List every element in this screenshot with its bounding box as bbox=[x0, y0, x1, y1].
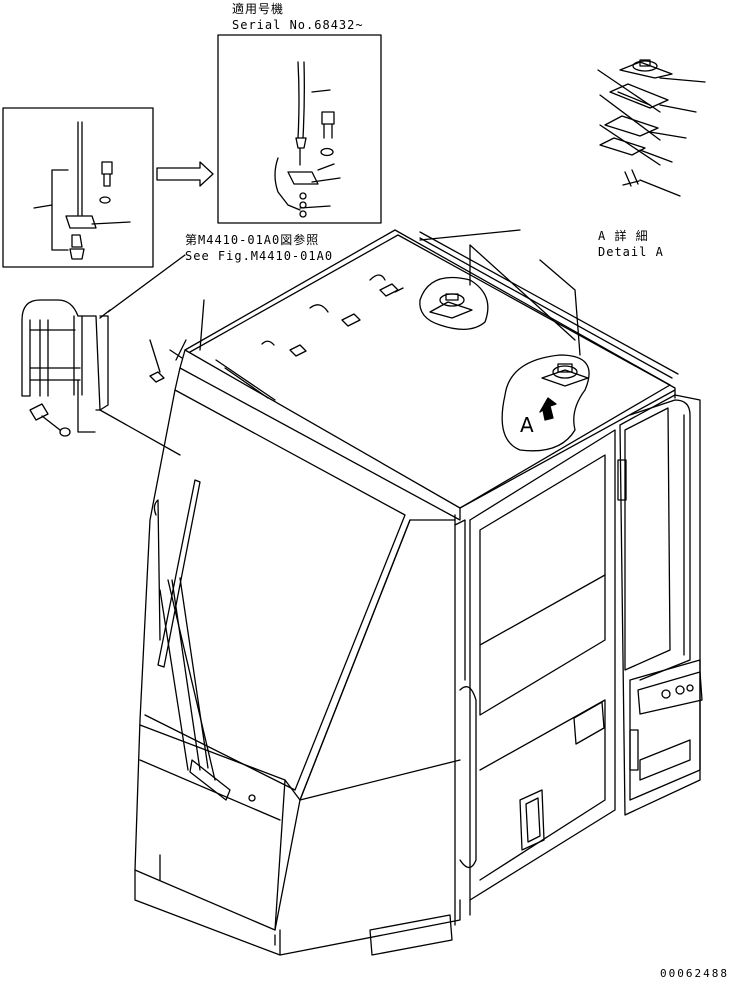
serial-label-en: Serial No.68432~ bbox=[232, 18, 364, 32]
view-letter: A bbox=[520, 413, 534, 437]
antenna-detail-box-left bbox=[2, 107, 154, 268]
detail-label-jp: A 詳 細 bbox=[598, 229, 649, 243]
detail-label-en: Detail A bbox=[598, 245, 664, 259]
serial-label-jp: 適用号機 bbox=[232, 2, 285, 16]
arrow-right bbox=[156, 161, 214, 187]
left-handrail bbox=[21, 254, 186, 437]
wiper bbox=[153, 479, 256, 802]
leader-lines bbox=[99, 229, 521, 456]
drawing-number: 00062488 bbox=[660, 967, 729, 980]
antenna-detail-box-serial bbox=[217, 34, 382, 224]
cab-body bbox=[134, 229, 703, 956]
reference-label-en: See Fig.M4410-01A0 bbox=[185, 249, 334, 263]
detail-a-parts bbox=[597, 59, 706, 197]
roof-details bbox=[149, 244, 590, 452]
reference-label-jp: 第M4410-01A0図参照 bbox=[185, 233, 320, 247]
